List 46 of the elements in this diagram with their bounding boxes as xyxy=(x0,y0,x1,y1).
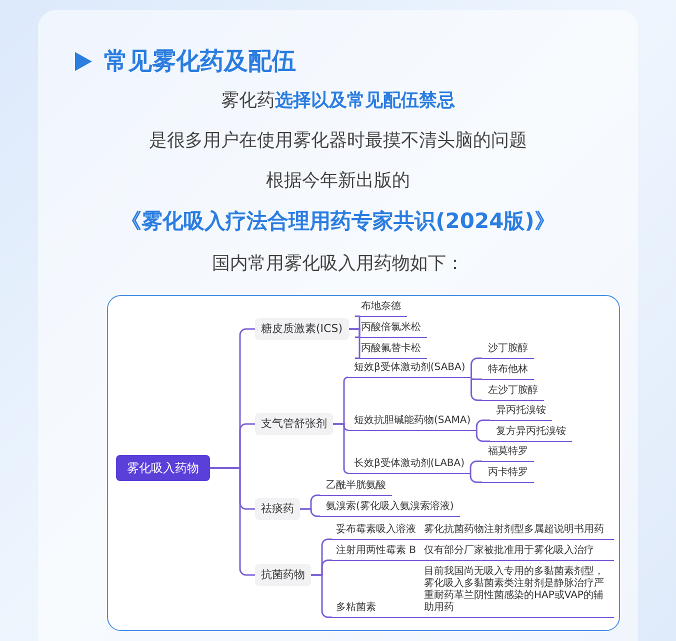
branch-line xyxy=(470,376,482,380)
drug-item: 短效β受体激动剂(SABA) xyxy=(348,362,472,378)
branch-line xyxy=(333,423,349,474)
branch-line xyxy=(311,574,332,618)
drug-item: 乙酰半胱氨酸 xyxy=(320,480,392,496)
drug-item: 长效β受体激动剂(LABA) xyxy=(348,458,471,474)
branch-line xyxy=(470,376,482,401)
drug-item: 福莫特罗 xyxy=(482,446,534,462)
drug-row xyxy=(332,566,614,618)
drug-item: 沙丁胺醇 xyxy=(482,343,534,359)
branch-line xyxy=(470,472,482,483)
drug-item: 丙酸氟替卡松 xyxy=(355,343,427,359)
drug-item: 异丙托溴铵 xyxy=(490,405,552,421)
branch-line xyxy=(348,328,360,359)
intro-text: 雾化药选择以及常见配伍禁忌 xyxy=(220,89,456,112)
intro-text: 是很多用户在使用雾化器时最摸不清头脑的问题 xyxy=(148,129,528,152)
branch-line xyxy=(470,460,482,474)
drug-item: 左沙丁胺醇 xyxy=(482,385,544,401)
usage-note: 雾化抗菌药物注射剂型多属超说明书用药 xyxy=(424,524,605,536)
drug-row xyxy=(332,524,614,540)
intro-text: 《雾化吸入疗法合理用药专家共识(2024版)》 xyxy=(120,208,556,235)
drug-item: 复方异丙托溴铵 xyxy=(490,426,572,442)
category-box: 祛痰药 xyxy=(255,498,300,520)
category-box: 糖皮质激素(ICS) xyxy=(255,318,348,340)
section-title: 常见雾化药及配伍 xyxy=(104,46,296,77)
drug-name: 多粘菌素 xyxy=(336,602,377,614)
usage-note: 仅有部分厂家被批准用于雾化吸入治疗 xyxy=(424,545,595,557)
drug-row xyxy=(332,545,614,561)
branch-line xyxy=(476,420,490,431)
drug-name: 妥布霉素吸入溶液 xyxy=(336,524,417,536)
drug-item: 丙卡特罗 xyxy=(482,467,534,483)
intro-text: 国内常用雾化吸入用药物如下： xyxy=(211,252,465,275)
usage-note: 目前我国尚无吸入专用的多黏菌素剂型，雾化吸入多黏菌素类注射剂是静脉治疗严重耐药革兰阴性菌感染的HAP或VAP的辅助用药 xyxy=(424,566,605,614)
branch-line xyxy=(300,508,320,517)
drug-item: 氨溴索(雾化吸入氨溴索溶液) xyxy=(320,501,460,517)
category-box: 支气管舒张剂 xyxy=(255,413,333,435)
intro-text: 根据今年新出版的 xyxy=(265,169,411,192)
category-box: 抗菌药物 xyxy=(255,564,311,586)
drug-item: 特布他林 xyxy=(482,364,534,380)
topic-box: 雾化吸入药物 xyxy=(116,455,210,481)
drug-name: 注射用两性霉素 B xyxy=(336,545,418,557)
drug-item: 布地奈德 xyxy=(355,301,407,317)
branch-line xyxy=(476,430,490,442)
drug-item: 丙酸倍氯米松 xyxy=(355,322,427,338)
drug-item: 短效抗胆碱能药物(SAMA) xyxy=(348,415,477,431)
branch-line xyxy=(470,358,482,378)
